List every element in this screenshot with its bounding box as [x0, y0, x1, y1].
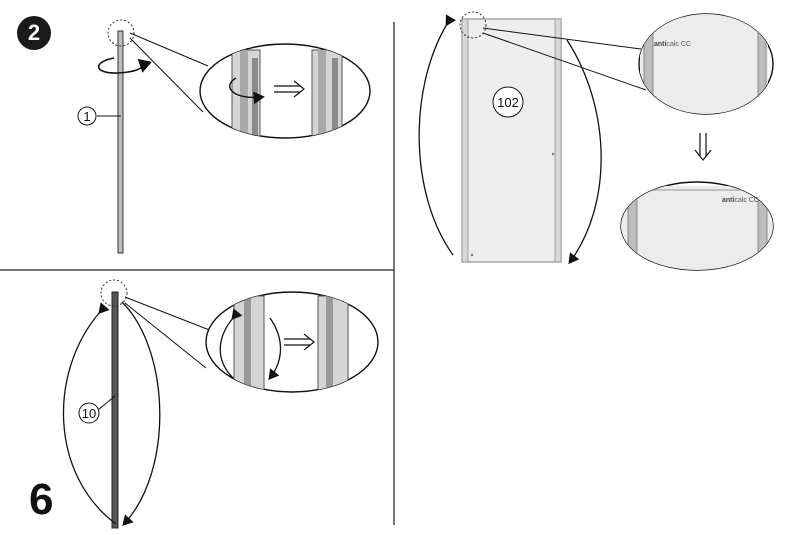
- glass-panel-102: [461, 18, 562, 263]
- profile-1: [117, 30, 124, 254]
- step-number-badge: 2: [17, 16, 51, 50]
- flip-detail-right-icon: [268, 317, 282, 381]
- detail-zoom-circle: [107, 19, 135, 47]
- step-number-large: 6: [29, 475, 54, 524]
- glass-panel-scene: 102 anticalc CC: [418, 11, 774, 271]
- double-arrow-icon: [274, 80, 305, 98]
- rotate-arrow-icon: [97, 57, 152, 74]
- callout-label-10: 10: [82, 406, 96, 421]
- double-arrow-icon-b: [284, 333, 315, 351]
- flip-arrow-left-icon: [62, 302, 117, 525]
- logo-bottom: anticalc CC: [722, 197, 759, 204]
- double-arrow-down-icon: [694, 133, 712, 161]
- callout-circle-102: [492, 86, 524, 118]
- callout-label-1: 1: [83, 109, 90, 124]
- profile-flip-scene: 10: [62, 279, 379, 529]
- panel-arrow-right-icon: [566, 39, 602, 265]
- callout-label-102: 102: [497, 95, 519, 110]
- section-dividers: [0, 22, 395, 525]
- detail-zoom-circle-b: [100, 279, 128, 307]
- profile-rotation-scene: 1: [77, 19, 371, 254]
- logo-top: anticalc CC: [654, 41, 691, 48]
- flip-detail-left-icon: [219, 308, 243, 379]
- flip-arrow-right-icon: [121, 301, 161, 526]
- rotate-detail-arrow-icon: [229, 77, 265, 105]
- profile-10: [111, 291, 119, 529]
- callout-circle-1: [77, 106, 97, 126]
- panel-arrow-left-icon: [418, 14, 457, 256]
- callout-circle-10: [78, 402, 100, 424]
- detail-bubble-a: [199, 43, 371, 139]
- detail-zoom-circle-c: [459, 11, 487, 39]
